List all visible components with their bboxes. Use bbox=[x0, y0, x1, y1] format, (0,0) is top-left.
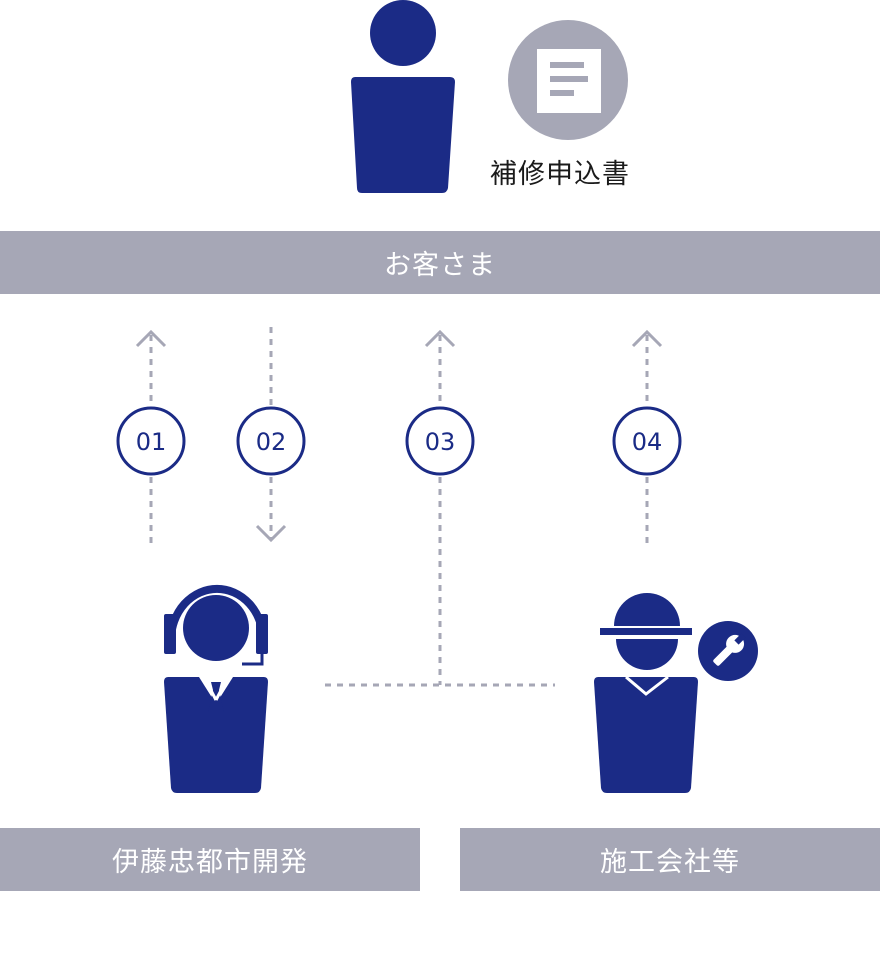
flow-lines bbox=[135, 327, 663, 687]
customer-person-icon bbox=[351, 0, 455, 193]
wrench-icon bbox=[698, 621, 758, 681]
contractor-bar: 施工会社等 bbox=[460, 828, 880, 891]
step-03: 03 bbox=[405, 406, 475, 476]
developer-bar-label: 伊藤忠都市開発 bbox=[112, 847, 308, 878]
customer-bar: お客さま bbox=[0, 231, 880, 294]
step-02: 02 bbox=[236, 406, 306, 476]
headset-operator-icon bbox=[164, 584, 268, 793]
step-04-label: 04 bbox=[632, 428, 663, 456]
hardhat-worker-icon bbox=[594, 593, 698, 793]
step-01-label: 01 bbox=[136, 428, 167, 456]
developer-bar: 伊藤忠都市開発 bbox=[0, 828, 420, 891]
step-01: 01 bbox=[116, 406, 186, 476]
customer-bar-label: お客さま bbox=[384, 250, 496, 281]
step-03-label: 03 bbox=[425, 428, 456, 456]
contractor-bar-label: 施工会社等 bbox=[600, 847, 740, 878]
step-02-label: 02 bbox=[256, 428, 287, 456]
step-04: 04 bbox=[612, 406, 682, 476]
document-icon bbox=[508, 20, 628, 140]
document-label: 補修申込書 bbox=[490, 159, 630, 190]
